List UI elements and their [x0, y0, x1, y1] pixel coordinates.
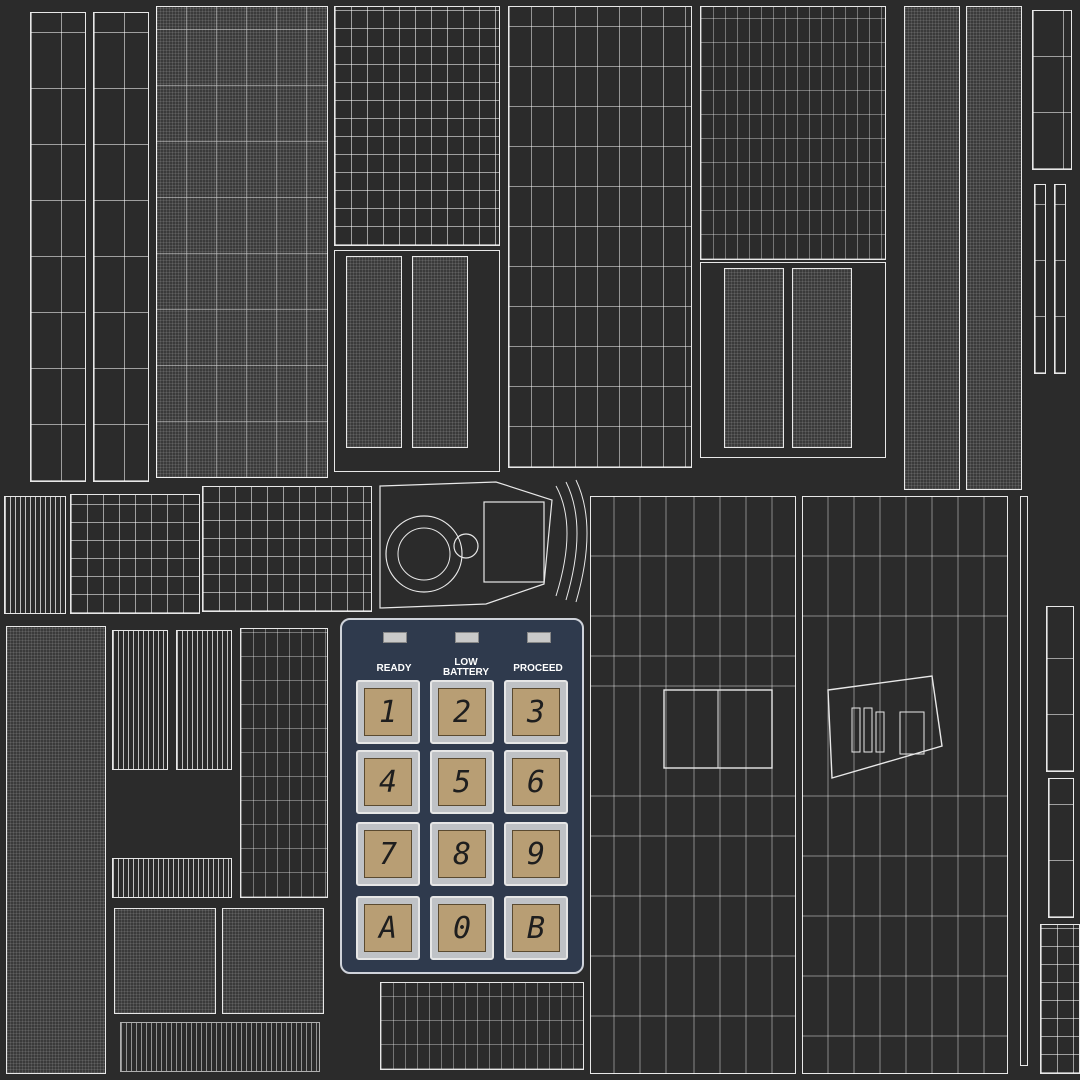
uv-island-strip-cluster [700, 6, 886, 260]
key-7-label: 7 [364, 830, 412, 878]
uv-island-fringe-cluster-3 [112, 858, 232, 898]
uv-island-right-thin-strip [1020, 496, 1028, 1066]
key-9: 9 [504, 822, 568, 886]
ready-indicator-light [383, 632, 407, 643]
uv-island-fringe-cluster-1 [112, 630, 168, 770]
key-3-label: 3 [512, 688, 560, 736]
uv-island-textured-panel-1-grid [156, 6, 328, 478]
uv-island-narrow-strip-2 [1034, 184, 1046, 374]
uv-island-curved-housing [379, 479, 588, 609]
uv-island-tall-panel-1 [30, 12, 86, 482]
uv-island-small-strips-cluster [240, 628, 328, 898]
key-a-label: A [364, 904, 412, 952]
key-7: 7 [356, 822, 420, 886]
uv-island-right-strip-1 [1046, 606, 1074, 772]
uv-island-grid-block [202, 486, 372, 612]
uv-island-textured-panel-3b [792, 268, 852, 448]
key-4-label: 4 [364, 758, 412, 806]
key-2-label: 2 [438, 688, 486, 736]
uv-island-narrow-strip-3 [1054, 184, 1066, 374]
uv-island-textured-panel-5b [222, 908, 324, 1014]
key-3: 3 [504, 680, 568, 744]
uv-island-textured-panel-2a [346, 256, 402, 448]
uv-island-large-panel-left [590, 496, 796, 1074]
key-1: 1 [356, 680, 420, 744]
key-4: 4 [356, 750, 420, 814]
uv-island-frame-2 [334, 250, 500, 472]
uv-island-narrow-strip-1 [1032, 10, 1072, 170]
uv-island-small-bars [120, 1022, 320, 1072]
uv-island-textured-panel-3a [724, 268, 784, 448]
proceed-label: PROCEED [513, 663, 563, 674]
uv-island-textured-long-panel [6, 626, 106, 1074]
key-1-label: 1 [364, 688, 412, 736]
uv-island-vent-grille [4, 496, 66, 614]
uv-island-door-panel [508, 6, 692, 468]
uv-island-textured-panel-2b [412, 256, 468, 448]
key-a: A [356, 896, 420, 960]
key-8-label: 8 [438, 830, 486, 878]
key-6: 6 [504, 750, 568, 814]
uv-island-right-strip-2 [1048, 778, 1074, 918]
uv-island-textured-panel-4b [966, 6, 1022, 490]
low-battery-indicator-light [455, 632, 479, 643]
key-5: 5 [430, 750, 494, 814]
key-6-label: 6 [512, 758, 560, 806]
uv-island-tall-panel-2 [93, 12, 149, 482]
uv-island-small-parts-cluster [334, 6, 500, 246]
key-0: 0 [430, 896, 494, 960]
uv-island-textured-panel-1 [156, 6, 328, 478]
key-b: B [504, 896, 568, 960]
uv-island-textured-panel-4a [904, 6, 960, 490]
key-0-label: 0 [438, 904, 486, 952]
low-battery-label: LOW BATTERY [442, 657, 490, 678]
proceed-indicator-light [527, 632, 551, 643]
key-b-label: B [512, 904, 560, 952]
uv-island-large-panel-right [802, 496, 1008, 1074]
keypad-texture: READY LOW BATTERY PROCEED 1 2 3 4 5 6 7 … [340, 618, 584, 974]
key-8: 8 [430, 822, 494, 886]
key-9-label: 9 [512, 830, 560, 878]
uv-island-small-parts-cluster-2 [70, 494, 200, 614]
uv-island-frame-3 [700, 262, 886, 458]
uv-island-textured-panel-5a [114, 908, 216, 1014]
uv-island-fringe-cluster-2 [176, 630, 232, 770]
key-5-label: 5 [438, 758, 486, 806]
key-2: 2 [430, 680, 494, 744]
ready-label: READY [376, 663, 412, 674]
uv-island-right-block [1040, 924, 1080, 1074]
uv-island-bottom-bars [380, 982, 584, 1070]
